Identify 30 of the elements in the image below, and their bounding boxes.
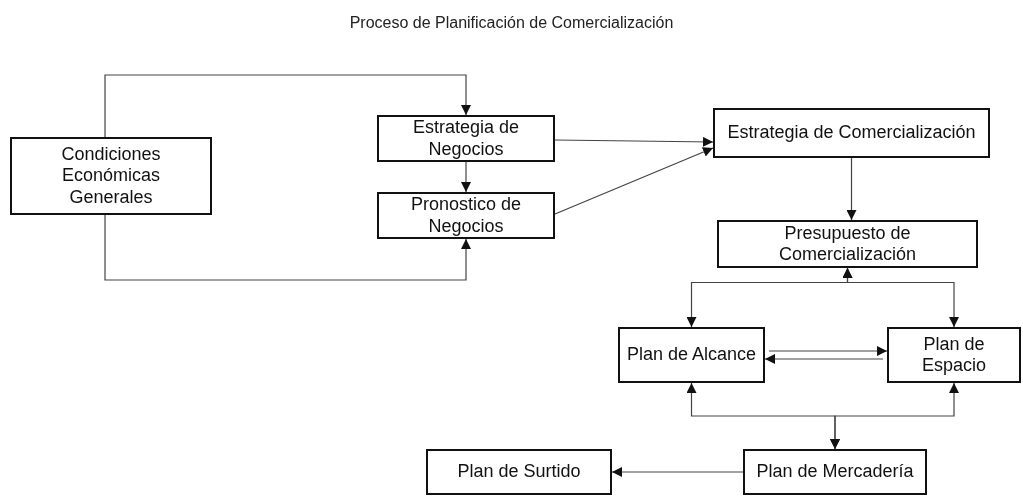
process-box bbox=[10, 137, 212, 215]
arrow bbox=[768, 346, 888, 356]
arrow bbox=[830, 382, 959, 450]
arrow bbox=[554, 136, 714, 147]
process-box bbox=[887, 327, 1021, 383]
box-label: Condiciones Económicas Generales bbox=[60, 144, 162, 208]
process-box bbox=[377, 192, 555, 239]
arrow bbox=[611, 467, 744, 477]
diagram-title: Proceso de Planificación de Comercialización bbox=[348, 14, 675, 32]
box-label: Plan de Espacio bbox=[920, 333, 987, 377]
box-label: Plan de Alcance bbox=[626, 344, 757, 366]
arrow bbox=[846, 157, 857, 221]
process-box bbox=[618, 327, 765, 383]
arrow bbox=[104, 214, 471, 281]
box-label: Plan de Surtido bbox=[457, 461, 581, 483]
process-box bbox=[426, 449, 612, 495]
box-label: Pronostico de Negocios bbox=[409, 194, 523, 237]
box-label: Estrategia de Negocios bbox=[411, 117, 521, 160]
arrow bbox=[764, 354, 884, 364]
arrow bbox=[104, 74, 471, 138]
box-label: Presupuesto de Comercialización bbox=[777, 222, 918, 266]
process-box bbox=[743, 449, 927, 495]
box-label: Estrategia de Comercialización bbox=[727, 122, 976, 144]
arrow bbox=[554, 147, 714, 215]
process-box bbox=[713, 108, 990, 158]
box-label: Plan de Mercadería bbox=[756, 461, 914, 483]
process-box bbox=[717, 220, 978, 268]
process-box bbox=[377, 115, 555, 162]
arrow bbox=[461, 161, 471, 193]
arrow bbox=[842, 267, 959, 328]
